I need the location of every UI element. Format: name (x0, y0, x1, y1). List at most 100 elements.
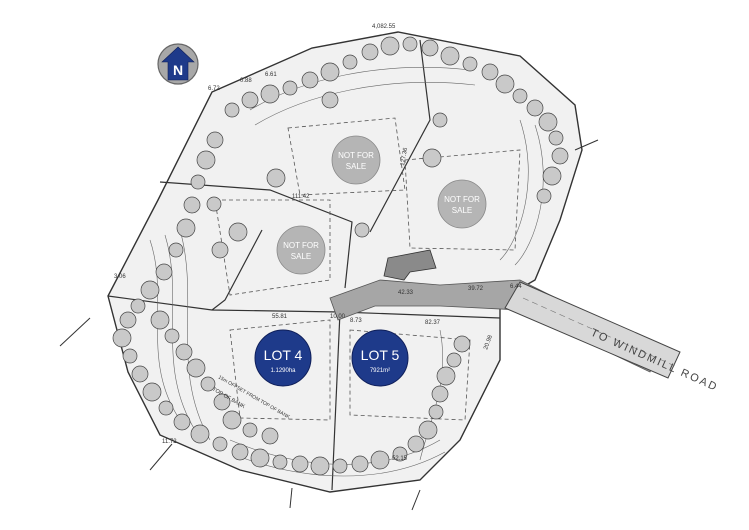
trees (112, 36, 569, 476)
tree-canopy (421, 39, 439, 57)
dimension-label: 127.36 (400, 147, 409, 167)
north-arrow: N (157, 43, 199, 85)
site-boundary (107, 31, 583, 493)
tree-canopy (462, 56, 478, 72)
tree-canopy (119, 311, 137, 329)
not-for-sale-line2: SALE (346, 162, 366, 171)
tree-canopy (130, 298, 146, 314)
lot-lines (107, 39, 501, 491)
tree-canopy (173, 413, 191, 431)
not-for-sale-marker: NOT FOR SALE (276, 225, 326, 275)
tree-canopy (436, 366, 456, 386)
north-arrow-icon (161, 46, 195, 81)
tree-canopy (150, 310, 170, 330)
dimension-label: 8.73 (350, 318, 362, 324)
boundary-ticks (59, 139, 599, 511)
tree-canopy (392, 446, 408, 462)
tree-canopy (361, 43, 379, 61)
tree-canopy (495, 74, 515, 94)
tree-canopy (212, 436, 228, 452)
tree-canopy (542, 166, 562, 186)
tree-canopy (231, 443, 249, 461)
lot-5-badge[interactable]: LOT 5 7921m² (351, 329, 409, 387)
dimension-label: 39.72 (468, 286, 484, 292)
tree-canopy (122, 348, 138, 364)
north-label: N (173, 62, 183, 78)
tree-canopy (321, 91, 339, 109)
tree-canopy (332, 458, 348, 474)
tree-canopy (242, 422, 258, 438)
tree-canopy (548, 130, 564, 146)
windmill-road (504, 281, 681, 379)
tree-canopy (266, 168, 286, 188)
tree-canopy (190, 424, 210, 444)
lot-5-name: LOT 5 (361, 347, 400, 363)
tree-canopy (140, 280, 160, 300)
dimension-label: 6.61 (265, 72, 277, 78)
not-for-sale-line2: SALE (452, 206, 472, 215)
tree-canopy (196, 150, 216, 170)
dimension-label: 20.98 (483, 334, 494, 351)
tree-canopy (342, 54, 358, 70)
dimension-labels: 4,082.55 6.72 6.61 0.88 111.42 55.81 82.… (114, 24, 522, 462)
tree-canopy (176, 218, 196, 238)
tree-canopy (164, 328, 180, 344)
lot-4-name: LOT 4 (264, 347, 303, 363)
tree-canopy (301, 71, 319, 89)
not-for-sale-line2: SALE (291, 252, 311, 261)
tree-canopy (211, 241, 229, 259)
tree-canopy (131, 365, 149, 383)
existing-building (383, 249, 437, 281)
lot-4-badge[interactable]: LOT 4 1.1290ha (254, 329, 312, 387)
tree-canopy (206, 131, 224, 149)
dimension-label: 111.42 (292, 194, 310, 200)
tree-canopy (551, 147, 569, 165)
tree-canopy (190, 174, 206, 190)
tree-canopy (536, 188, 552, 204)
building-platforms (214, 117, 521, 421)
tree-canopy (418, 420, 438, 440)
tree-canopy (213, 393, 231, 411)
dimension-label: 82.37 (425, 320, 441, 326)
dimension-label: 3.06 (114, 274, 126, 280)
tree-canopy (428, 404, 444, 420)
dimension-label: 6.44 (510, 284, 522, 290)
tree-canopy (158, 400, 174, 416)
tree-canopy (206, 196, 222, 212)
tree-canopy (282, 80, 298, 96)
tree-canopy (431, 385, 449, 403)
not-for-sale-line1: NOT FOR (283, 241, 319, 250)
tree-canopy (354, 222, 370, 238)
tree-canopy (512, 88, 528, 104)
tree-canopy (407, 435, 425, 453)
tree-canopy (310, 456, 330, 476)
tree-canopy (526, 99, 544, 117)
tree-canopy (222, 410, 242, 430)
tree-canopy (538, 112, 558, 132)
dimension-label: 42.33 (398, 290, 414, 296)
tree-canopy (272, 454, 288, 470)
tree-canopy (351, 455, 369, 473)
tree-canopy (142, 382, 162, 402)
tree-canopy (168, 242, 184, 258)
tree-canopy (370, 450, 390, 470)
dimension-label: 55.81 (272, 314, 288, 320)
tree-canopy (175, 343, 193, 361)
tree-canopy (481, 63, 499, 81)
tree-canopy (440, 46, 460, 66)
lot-4-area: 1.1290ha (270, 368, 296, 374)
dimension-label: 6.72 (208, 86, 220, 92)
dimension-label: 4,082.55 (372, 24, 396, 30)
dimension-label: 11.72 (162, 439, 177, 445)
tree-canopy (422, 148, 442, 168)
tree-canopy (112, 328, 132, 348)
tree-canopy (260, 84, 280, 104)
tree-canopy (200, 376, 216, 392)
tree-canopy (241, 91, 259, 109)
tree-canopy (224, 102, 240, 118)
tree-canopy (186, 358, 206, 378)
dimension-label: 0.88 (240, 78, 252, 84)
tree-canopy (250, 448, 270, 468)
tree-canopy (446, 352, 462, 368)
